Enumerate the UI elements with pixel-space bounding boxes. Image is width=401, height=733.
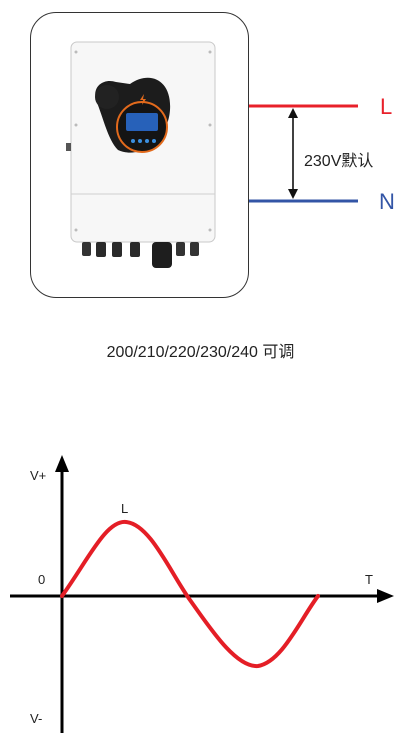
inverter-device-icon: [66, 41, 216, 268]
y-axis-bottom-label: V-: [30, 711, 43, 726]
waveform-axes: [10, 455, 394, 733]
voltage-double-arrow: [288, 108, 298, 199]
curve-label: L: [121, 501, 129, 516]
line-label: L: [380, 94, 393, 119]
neutral-label: N: [379, 189, 395, 214]
y-axis-top-label: V+: [30, 468, 47, 483]
x-axis-label: T: [365, 572, 373, 587]
sine-curve: [60, 520, 320, 669]
default-voltage-label: 230V默认: [304, 153, 374, 170]
origin-label: 0: [38, 572, 46, 587]
adjustable-voltage-caption: 200/210/220/230/240 可调: [106, 344, 295, 361]
